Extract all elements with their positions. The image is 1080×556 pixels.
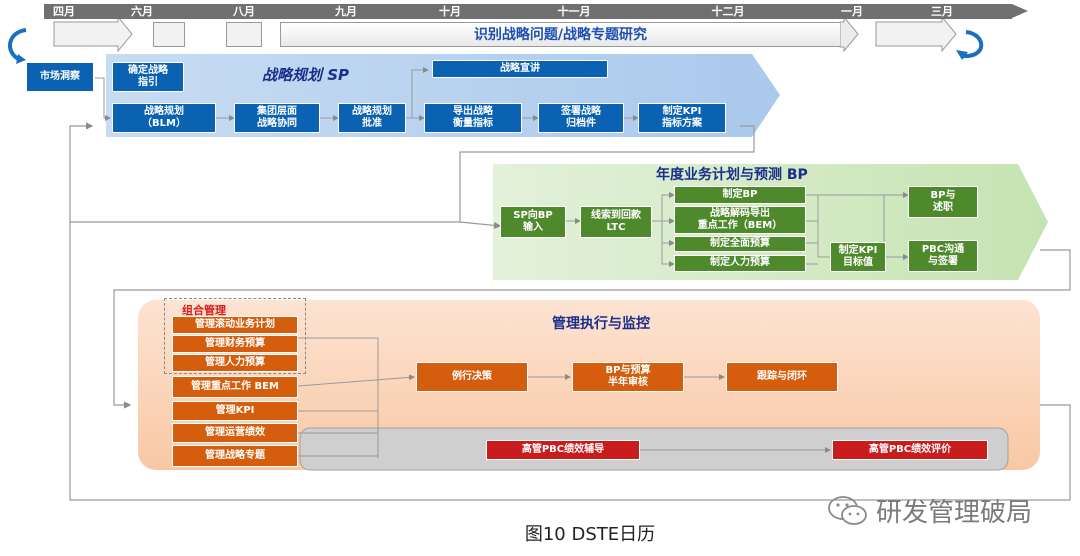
sp-step-group-synergy: 集团层面 战略协同 — [234, 103, 320, 133]
watermark-text: 研发管理破局 — [876, 498, 1033, 528]
pbc-coaching-box: 高管PBC绩效辅导 — [486, 440, 640, 460]
track-close-box: 跟踪与闭环 — [726, 362, 838, 392]
portfolio-group — [164, 298, 306, 374]
timeline-arrow-banner-tip — [839, 15, 859, 53]
bp-plan-bp: 制定BP — [674, 186, 806, 204]
strategy-research-banner: 识别战略问题/战略专题研究 — [280, 22, 840, 47]
sp-step-kpi-plan: 制定KPI 指标方案 — [638, 103, 726, 133]
strategy-guidance-box: 确定战略 指引 — [112, 62, 184, 92]
figure-caption: 图10 DSTE日历 — [524, 524, 656, 545]
portfolio-rolling-plan: 管理滚动业务计划 — [172, 316, 298, 334]
portfolio-hr-budget: 管理人力预算 — [172, 354, 298, 372]
timeline-marker-jun — [153, 22, 185, 47]
mgmt-title: 管理执行与监控 — [552, 316, 650, 332]
timeline-marker-aug — [226, 22, 262, 47]
mgmt-bem: 管理重点工作 BEM — [172, 376, 298, 398]
routine-decision-box: 例行决策 — [416, 362, 528, 392]
mgmt-kpi: 管理KPI — [172, 401, 298, 421]
portfolio-label: 组合管理 — [182, 304, 226, 317]
pbc-sign-box: PBC沟通 与签署 — [908, 240, 978, 272]
timeline-bar — [44, 4, 1012, 19]
strategy-announce-box: 战略宣讲 — [432, 60, 608, 78]
month-sep: 九月 — [335, 5, 357, 18]
bp-plan-hr-budget: 制定人力预算 — [674, 255, 806, 272]
timeline-bar-tip — [1012, 4, 1028, 18]
return-arrow-icon — [956, 30, 984, 60]
month-dec: 十二月 — [711, 5, 745, 18]
timeline-arrow-2 — [875, 15, 957, 53]
timeline-arrow-1 — [53, 15, 133, 53]
month-aug: 八月 — [233, 5, 255, 18]
month-nov: 十一月 — [557, 5, 591, 18]
bp-plan-bem: 战略解码导出 重点工作（BEM） — [674, 206, 806, 234]
month-mar: 三月 — [931, 5, 953, 18]
month-jun: 六月 — [131, 5, 153, 18]
sp-step-metrics: 导出战略 衡量指标 — [424, 103, 522, 133]
month-jan: 一月 — [841, 5, 863, 18]
bp-title: 年度业务计划与预测 BP — [656, 167, 808, 183]
market-insight-box: 市场洞察 — [26, 62, 94, 92]
bp-kpi-target-box: 制定KPI 目标值 — [830, 242, 886, 272]
bp-sp-input-box: SP向BP 输入 — [500, 206, 566, 238]
bp-plan-budget: 制定全面预算 — [674, 236, 806, 252]
sp-step-blm: 战略规划 （BLM） — [112, 103, 216, 133]
month-apr: 四月 — [53, 5, 75, 18]
sp-step-approval: 战略规划 批准 — [338, 103, 406, 133]
cycle-arrow-icon — [8, 28, 27, 64]
mgmt-strategy-topics: 管理战略专题 — [172, 445, 298, 467]
wechat-icon — [828, 496, 867, 525]
pbc-track — [299, 427, 1009, 471]
bp-ltc-box: 线索到回款 LTC — [580, 206, 652, 238]
bp-report-box: BP与 述职 — [908, 186, 978, 218]
mgmt-operations: 管理运营绩效 — [172, 423, 298, 443]
sp-step-sign-archive: 签署战略 归档件 — [538, 103, 624, 133]
half-year-review-box: BP与预算 半年审核 — [572, 362, 684, 392]
pbc-evaluation-box: 高管PBC绩效评价 — [832, 440, 988, 460]
portfolio-finance-budget: 管理财务预算 — [172, 335, 298, 353]
sp-title: 战略规划 SP — [262, 66, 350, 84]
month-oct: 十月 — [439, 5, 461, 18]
